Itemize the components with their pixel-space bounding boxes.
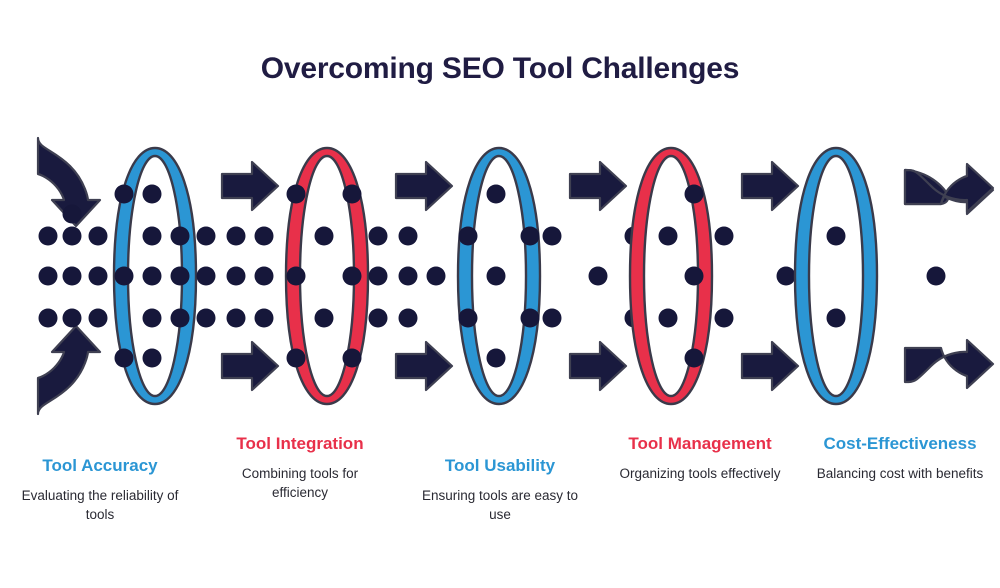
- stage-caption-4: Tool Management Organizing tools effecti…: [600, 432, 800, 542]
- connector-arrow-3-top: [568, 160, 628, 212]
- stage-caption-2: Tool Integration Combining tools for eff…: [200, 432, 400, 542]
- dot-field-0: [38, 204, 108, 328]
- connector-arrow-4-bottom: [740, 340, 800, 392]
- outlet-arrow-top: [903, 162, 995, 216]
- connector-arrow-3-bottom: [568, 340, 628, 392]
- stage-caption-5: Cost-Effectiveness Balancing cost with b…: [800, 432, 1000, 542]
- outlet-arrow-bottom: [903, 338, 995, 390]
- filter-funnel-diagram: [36, 136, 995, 416]
- filter-ring-3: [456, 146, 542, 406]
- dot-field-4: [398, 226, 446, 328]
- dot-field-10: [926, 266, 946, 286]
- filter-ring-5: [793, 146, 879, 406]
- filter-ring-1: [112, 146, 198, 406]
- filter-ring-2: [284, 146, 370, 406]
- stage-label-5: Cost-Effectiveness: [823, 434, 977, 453]
- dot-field-8: [776, 266, 796, 286]
- filter-ring-4: [628, 146, 714, 406]
- stage-label-2: Tool Integration: [236, 434, 364, 453]
- connector-arrow-2-bottom: [394, 340, 454, 392]
- stage-caption-1: Tool Accuracy Evaluating the reliability…: [0, 432, 200, 542]
- stage-description-3: Ensuring tools are easy to use: [421, 488, 579, 523]
- stage-label-1: Tool Accuracy: [42, 456, 158, 475]
- page-title: Overcoming SEO Tool Challenges: [260, 52, 740, 85]
- stage-caption-3: Tool Usability Ensuring tools are easy t…: [400, 432, 600, 542]
- stage-description-2: Combining tools for efficiency: [241, 466, 359, 501]
- stage-description-4: Organizing tools effectively: [619, 466, 781, 482]
- dot-field-9: [826, 226, 846, 328]
- connector-arrow-2-top: [394, 160, 454, 212]
- inlet-arrow-bottom: [36, 324, 102, 416]
- stage-captions: Tool Accuracy Evaluating the reliability…: [0, 432, 1000, 542]
- stage-description-5: Balancing cost with benefits: [816, 466, 984, 482]
- connector-arrow-4-top: [740, 160, 800, 212]
- stage-label-3: Tool Usability: [444, 456, 556, 475]
- stage-label-4: Tool Management: [628, 434, 772, 453]
- stage-description-1: Evaluating the reliability of tools: [21, 488, 179, 523]
- dot-field-3: [286, 184, 388, 368]
- dot-field-2: [226, 226, 274, 328]
- dot-field-7: [658, 184, 734, 368]
- connector-arrow-1-bottom: [220, 340, 280, 392]
- dot-field-5: [458, 184, 562, 368]
- dot-field-1: [114, 184, 216, 368]
- connector-arrow-1-top: [220, 160, 280, 212]
